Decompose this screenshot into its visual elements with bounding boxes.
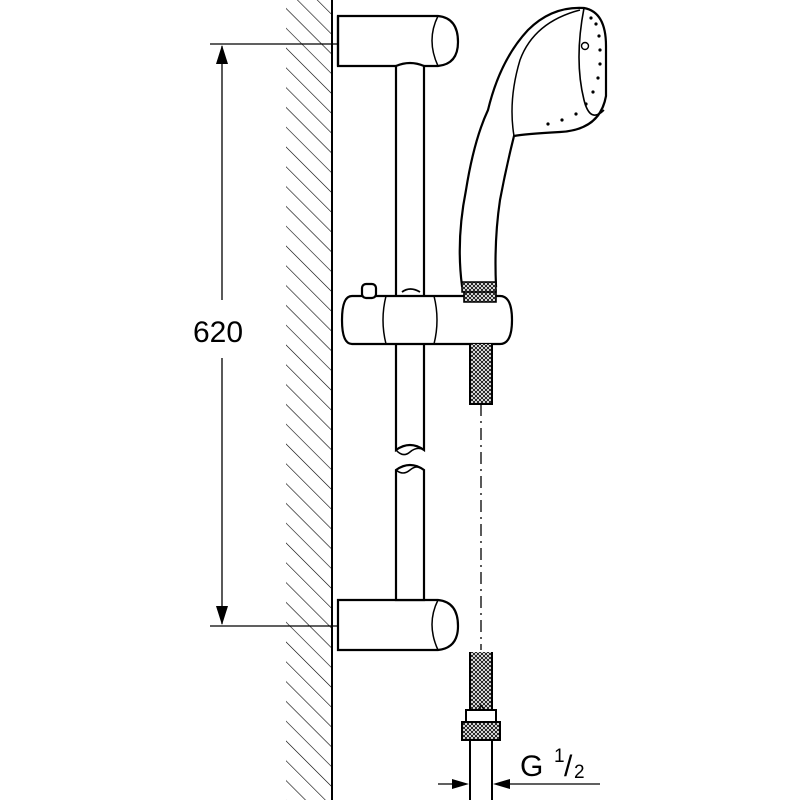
shower-hose (461, 344, 501, 800)
hand-shower[interactable] (458, 6, 608, 293)
lower-bracket-body (336, 598, 460, 652)
shower-handle (458, 6, 608, 288)
upper-bracket-edge (431, 15, 439, 67)
spray-nozzles (546, 16, 602, 126)
thread-denominator: 2 (574, 762, 585, 783)
upper-bracket-body (336, 14, 460, 68)
lower-bracket (336, 598, 460, 652)
holder-body (340, 294, 514, 346)
rail-lower-segment (394, 463, 426, 602)
rail-break-top (395, 447, 425, 456)
wall (286, 0, 333, 800)
thread-arrow-left (452, 779, 469, 789)
wall-hatching (286, 0, 332, 800)
thread-arrow-right (493, 779, 510, 789)
spray-mode-indicator-icon (580, 41, 590, 51)
hose-ferrule-mark (477, 703, 485, 711)
rail-upper-segment (394, 61, 426, 453)
rail-break-bottom (395, 466, 425, 474)
shower-connector-nut (461, 281, 497, 293)
shower-rail (394, 61, 426, 602)
thread-prefix: G (520, 750, 543, 783)
hose-lower-segment (469, 652, 493, 711)
holder-curve-right (433, 295, 438, 345)
sliding-holder[interactable] (340, 282, 514, 346)
holder-ridge (401, 288, 421, 293)
holder-locking-knob[interactable] (360, 282, 378, 300)
shower-head-seam (511, 9, 581, 137)
thread-dimension: G 1 / 2 (438, 746, 600, 789)
height-dimension: 620 (193, 43, 340, 627)
hose-upper-segment (469, 344, 493, 405)
hose-ferrule (465, 709, 497, 723)
hose-swivel-nut (461, 721, 501, 741)
thread-numerator: 1 (554, 746, 565, 767)
lower-bracket-edge (431, 599, 439, 651)
height-dimension-label: 620 (193, 316, 243, 349)
holder-curve-left (382, 295, 387, 345)
upper-bracket (336, 14, 460, 68)
thread-separator: / (564, 750, 573, 783)
dimension-arrow-bottom (216, 606, 228, 625)
dimension-arrow-top (216, 45, 228, 64)
shower-head-face (578, 7, 605, 116)
